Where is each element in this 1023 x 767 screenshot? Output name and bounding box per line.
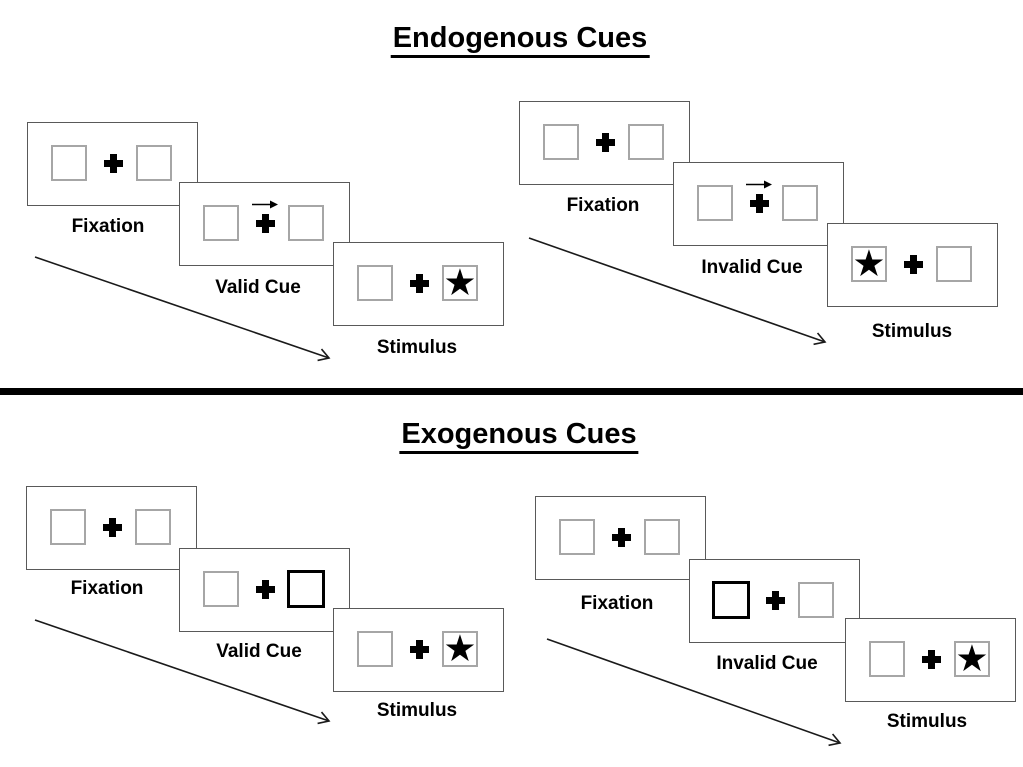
fixation-cross-icon (256, 580, 275, 599)
right-stimulus-box: ★ (954, 637, 990, 679)
endogenous-section-title: Endogenous Cues (390, 22, 650, 58)
exo-invalid-cue-panel (689, 559, 860, 643)
exogenous-cue-box (712, 581, 750, 619)
panel-label: Valid Cue (216, 641, 302, 662)
star-icon: ★ (443, 627, 477, 669)
exogenous-section-title: Exogenous Cues (399, 418, 639, 454)
fixation-cross-icon (410, 274, 429, 293)
fixation-cross-icon (104, 154, 123, 173)
cue-arrow-icon (746, 180, 772, 189)
left-placeholder-box (203, 205, 239, 241)
left-placeholder-box (543, 124, 579, 160)
right-placeholder-box (782, 185, 818, 221)
title-text: Endogenous Cues (390, 22, 650, 58)
left-placeholder-box (357, 265, 393, 301)
section-divider (0, 388, 1023, 395)
cue-arrow-icon (252, 200, 278, 209)
panel-label: Stimulus (871, 321, 953, 342)
right-placeholder-box (644, 519, 680, 555)
panel-label: Fixation (566, 195, 640, 216)
left-placeholder-box (203, 571, 239, 607)
left-placeholder-box (51, 145, 87, 181)
panel-label: Invalid Cue (701, 257, 803, 278)
fixation-cross-icon (766, 591, 785, 610)
exo-valid-cue-panel (179, 548, 350, 632)
panel-label: Stimulus (376, 700, 458, 721)
right-stimulus-box: ★ (442, 627, 478, 669)
star-icon: ★ (443, 261, 477, 303)
left-placeholder-box (50, 509, 86, 545)
exo-valid-fixation-panel (26, 486, 197, 570)
fixation-cross-icon (410, 640, 429, 659)
panel-label: Valid Cue (215, 277, 301, 298)
star-icon: ★ (852, 242, 886, 284)
right-placeholder-box (798, 582, 834, 618)
left-stimulus-box: ★ (851, 242, 887, 284)
right-placeholder-box (936, 246, 972, 282)
left-placeholder-box (697, 185, 733, 221)
left-placeholder-box (357, 631, 393, 667)
exo-invalid-fixation-panel (535, 496, 706, 580)
timeline-arrow-endo-valid (34, 256, 331, 362)
star-icon: ★ (955, 637, 989, 679)
right-stimulus-box: ★ (442, 261, 478, 303)
fixation-cross-icon (904, 255, 923, 274)
exogenous-cue-box (287, 570, 325, 608)
endo-valid-cue-panel (179, 182, 350, 266)
endo-invalid-cue-panel (673, 162, 844, 246)
left-placeholder-box (869, 641, 905, 677)
timeline-arrow-endo-invalid (528, 237, 827, 346)
endo-valid-fixation-panel (27, 122, 198, 206)
fixation-cross-icon (256, 214, 275, 233)
fixation-cross-icon (922, 650, 941, 669)
timeline-arrow-exo-invalid (546, 638, 842, 747)
endo-invalid-stimulus-panel: ★ (827, 223, 998, 307)
endo-invalid-fixation-panel (519, 101, 690, 185)
panel-label: Stimulus (376, 337, 458, 358)
exo-valid-stimulus-panel: ★ (333, 608, 504, 692)
left-placeholder-box (559, 519, 595, 555)
fixation-cross-icon (612, 528, 631, 547)
timeline-arrow-exo-valid (34, 619, 331, 725)
endo-valid-stimulus-panel: ★ (333, 242, 504, 326)
panel-label: Fixation (71, 216, 145, 237)
panel-label: Invalid Cue (716, 653, 818, 674)
title-text: Exogenous Cues (399, 418, 639, 454)
right-placeholder-box (136, 145, 172, 181)
fixation-cross-icon (103, 518, 122, 537)
panel-label: Fixation (70, 578, 144, 599)
right-placeholder-box (288, 205, 324, 241)
panel-label: Stimulus (886, 711, 968, 732)
fixation-cross-icon (750, 194, 769, 213)
exo-invalid-stimulus-panel: ★ (845, 618, 1016, 702)
fixation-cross-icon (596, 133, 615, 152)
right-placeholder-box (135, 509, 171, 545)
panel-label: Fixation (580, 593, 654, 614)
right-placeholder-box (628, 124, 664, 160)
